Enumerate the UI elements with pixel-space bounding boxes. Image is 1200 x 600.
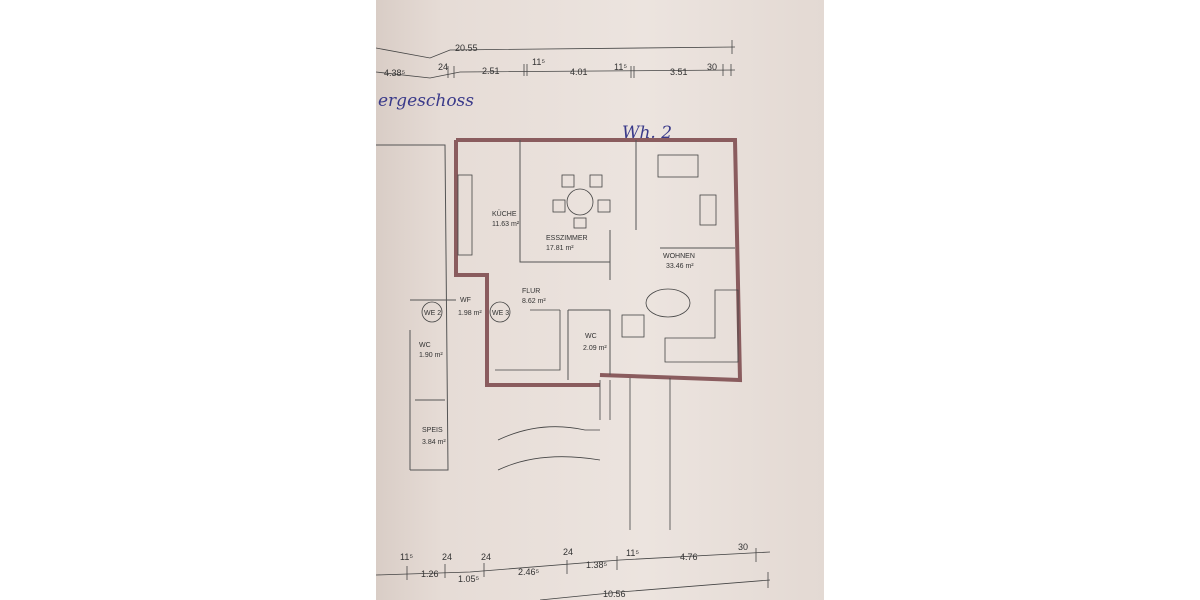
- dim-top: 24: [438, 62, 448, 72]
- dim-overall-bottom: 10.56: [603, 589, 626, 599]
- dim-bottom: 24: [563, 547, 573, 557]
- room-area-wc-2: 1.90 m²: [419, 352, 443, 359]
- dim-top: 30: [707, 62, 717, 72]
- room-area-wohnen: 33.46 m²: [666, 263, 694, 270]
- dim-top: 2.51: [482, 66, 500, 76]
- walls: [376, 138, 743, 471]
- marker-we2: [421, 301, 443, 323]
- marker-we2-label: WE 2: [424, 310, 441, 317]
- floor-plan-drawing: 20.55 4.38⁵ 24 2.51 11⁵ 4.01 11⁵ 3.51 30…: [376, 40, 771, 600]
- dim-bottom: 4.76: [680, 552, 698, 562]
- floor-title-handwritten: ergeschoss: [378, 91, 474, 111]
- room-name-flur: FLUR: [522, 288, 540, 295]
- dim-top: 4.01: [570, 67, 588, 77]
- dim-top: 4.38⁵: [384, 68, 406, 78]
- dim-bottom: 30: [738, 542, 748, 552]
- marker-we3-label: WE 3: [492, 310, 509, 317]
- dim-bottom: 1.38⁵: [586, 560, 608, 570]
- dim-bottom: 1.26: [421, 569, 439, 579]
- dim-bottom: 24: [481, 552, 491, 562]
- dim-bottom: 2.46⁵: [518, 567, 540, 577]
- room-name-wc-2: WC: [419, 342, 431, 349]
- marker-we3: [489, 301, 511, 323]
- room-area-wc: 2.09 m²: [583, 345, 607, 352]
- dim-overall-top: 20.55: [455, 43, 478, 53]
- dim-top: 11⁵: [532, 57, 545, 67]
- dim-top: 3.51: [670, 67, 688, 77]
- room-name-speis: SPEIS: [422, 427, 443, 434]
- dim-bottom: 24: [442, 552, 452, 562]
- room-name-kueche: KÜCHE: [492, 210, 517, 218]
- room-area-kueche: 11.63 m²: [492, 221, 520, 228]
- top-dimension-lines: [376, 40, 736, 79]
- room-area-speis: 3.84 m²: [422, 439, 446, 446]
- dim-bottom: 11⁵: [626, 548, 639, 558]
- dim-top: 11⁵: [614, 62, 627, 72]
- bottom-dimension-lines: [376, 548, 771, 600]
- room-area-flur: 8.62 m²: [522, 298, 546, 305]
- floor-plan-photo: 20.55 4.38⁵ 24 2.51 11⁵ 4.01 11⁵ 3.51 30…: [376, 0, 824, 600]
- dim-bottom: 1.05⁵: [458, 574, 480, 584]
- room-name-wohnen: WOHNEN: [663, 253, 695, 260]
- room-name-wf: WF: [460, 297, 471, 304]
- furniture: [457, 154, 739, 530]
- room-name-wc: WC: [585, 333, 597, 340]
- room-name-esszimmer: ESSZIMMER: [546, 235, 588, 242]
- room-area-wf: 1.98 m²: [458, 310, 482, 317]
- dim-bottom: 11⁵: [400, 552, 413, 562]
- room-area-esszimmer: 17.81 m²: [546, 245, 574, 252]
